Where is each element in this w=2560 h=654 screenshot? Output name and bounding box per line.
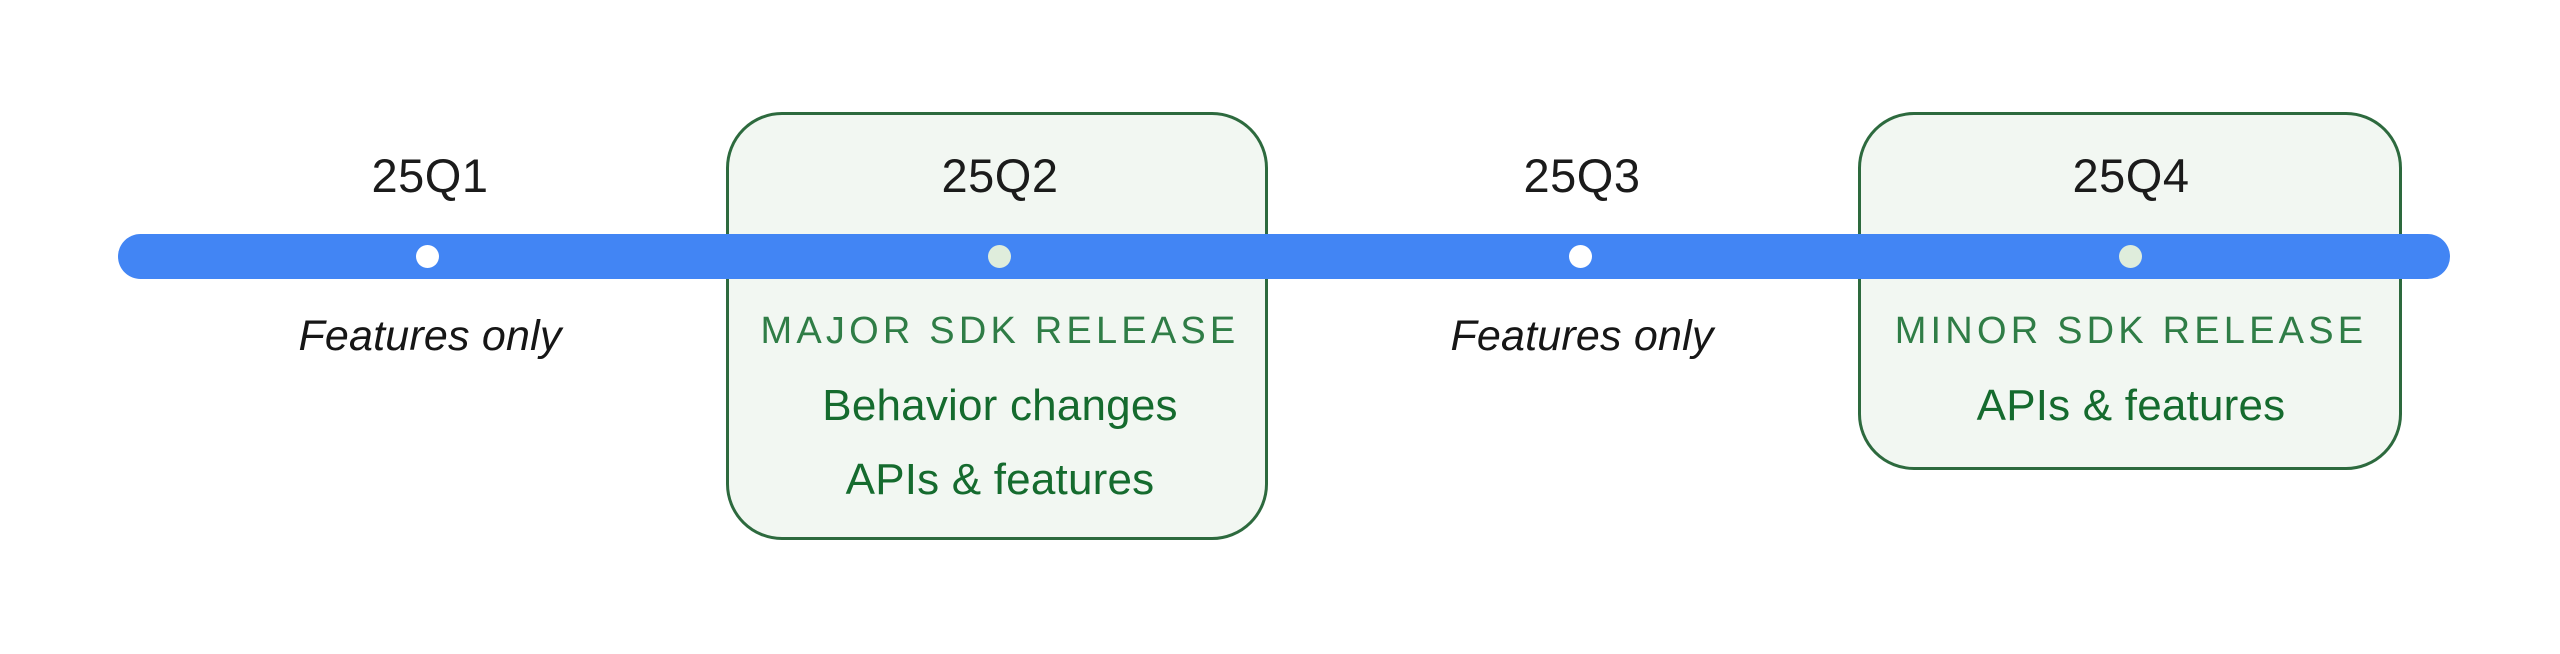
caption-line-25q2-behavior-changes: Behavior changes: [822, 381, 1178, 430]
caption-group-25q1: Features only: [298, 312, 561, 361]
caption-eyebrow-25q2: MAJOR SDK RELEASE: [760, 310, 1240, 352]
quarter-label-25q4: 25Q4: [2072, 149, 2190, 202]
caption-line-25q2-apis-and-features: APIs & features: [845, 455, 1155, 504]
caption-line-25q4-apis-and-features: APIs & features: [1976, 381, 2286, 430]
quarter-label-25q1: 25Q1: [371, 149, 489, 202]
release-card-25q2: [726, 112, 1268, 540]
caption-features-only-25q1: Features only: [298, 312, 562, 360]
release-card-25q4: [1858, 112, 2402, 470]
timeline-rail: [118, 234, 2450, 279]
milestone-dot-25q1: [416, 245, 439, 268]
quarter-label-25q2: 25Q2: [941, 149, 1059, 202]
caption-eyebrow-25q4: MINOR SDK RELEASE: [1894, 310, 2368, 352]
milestone-dot-25q4: [2119, 245, 2142, 268]
milestone-dot-25q3: [1569, 245, 1592, 268]
caption-group-25q3: Features only: [1450, 312, 1713, 361]
caption-group-25q4: MINOR SDK RELEASE APIs & features: [1895, 312, 2368, 428]
quarter-label-25q3: 25Q3: [1523, 149, 1641, 202]
caption-features-only-25q3: Features only: [1450, 312, 1714, 360]
caption-group-25q2: MAJOR SDK RELEASE Behavior changes APIs …: [761, 312, 1240, 502]
milestone-dot-25q2: [988, 245, 1011, 268]
